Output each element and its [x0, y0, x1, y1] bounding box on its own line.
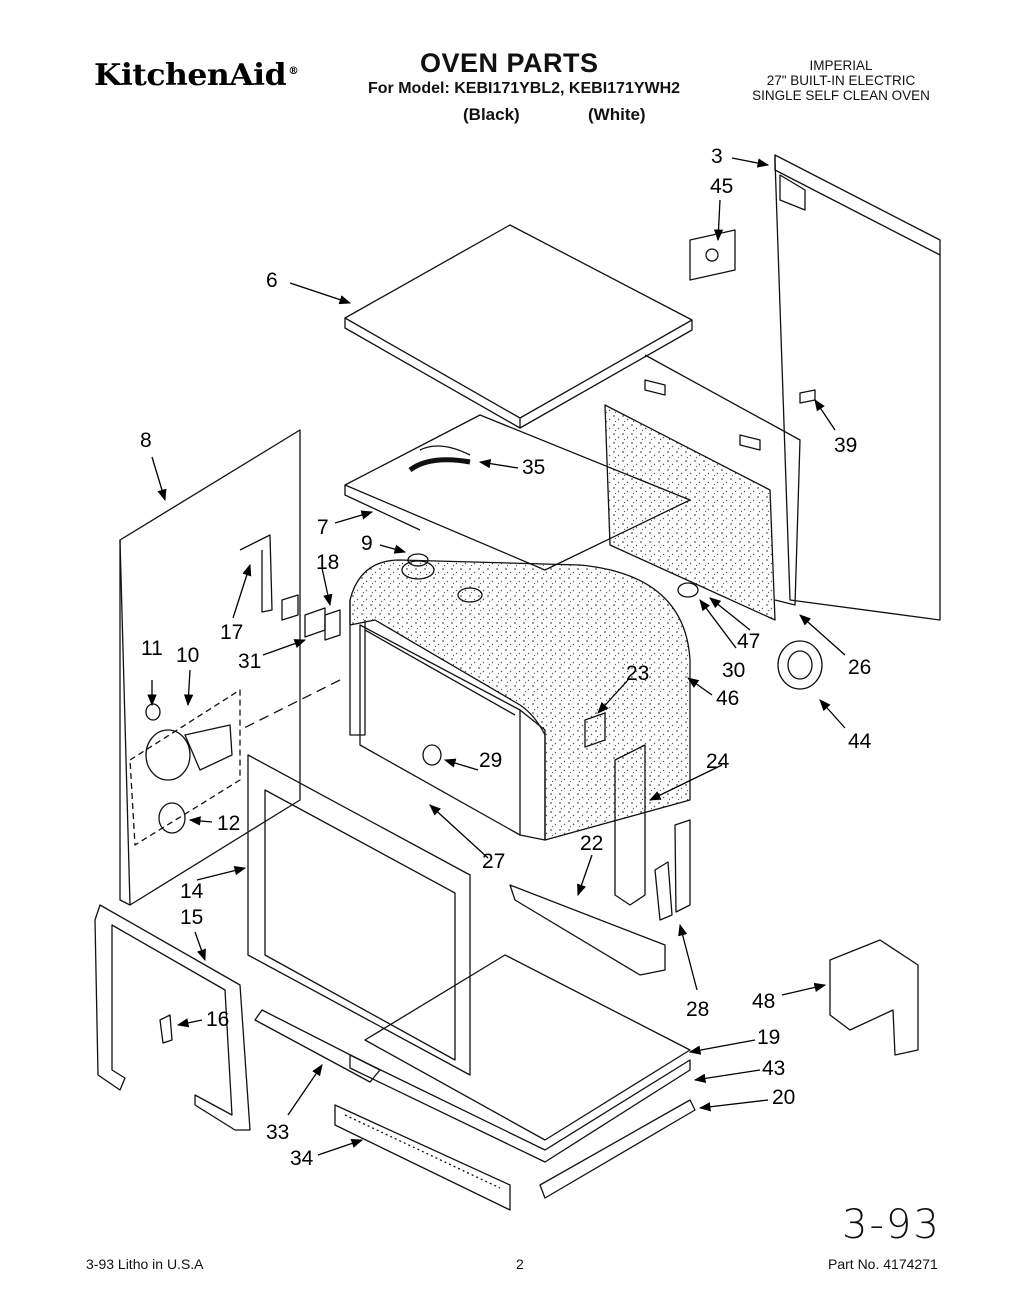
- oven-cavity-part-46: [349, 559, 691, 841]
- callout-18: 18: [316, 551, 339, 574]
- callout-45: 45: [710, 175, 733, 198]
- front-frame-part-14: [247, 754, 471, 1076]
- callout-3: 3: [711, 145, 723, 168]
- trim-strip-part-20: [539, 1099, 696, 1199]
- callout-48: 48: [752, 990, 775, 1013]
- callout-16: 16: [206, 1008, 229, 1031]
- variant-white: (White): [588, 105, 646, 124]
- callout-34: 34: [290, 1147, 314, 1170]
- callout-6: 6: [266, 269, 278, 292]
- callout-26: 26: [848, 656, 871, 679]
- callout-15: 15: [180, 906, 203, 929]
- bracket-part-17: [239, 534, 273, 613]
- callout-39: 39: [834, 434, 857, 457]
- side-panel-part-8: [119, 429, 301, 906]
- rail-part-22: [509, 884, 666, 976]
- callout-44: 44: [848, 730, 872, 753]
- callout-8: 8: [140, 429, 152, 452]
- callout-23: 23: [626, 662, 649, 685]
- gasket-part-15: [94, 904, 251, 1131]
- callout-9: 9: [361, 532, 373, 555]
- page-number: 2: [516, 1256, 524, 1272]
- trim-part-33: [254, 1009, 381, 1083]
- vent-part-9: [401, 553, 483, 603]
- label-part-23: [584, 712, 606, 748]
- callout-30: 30: [722, 659, 745, 682]
- rear-panel-part-3: [774, 154, 941, 621]
- oven-liner-part-27: [359, 624, 546, 841]
- spec-block: IMPERIAL 27" BUILT-IN ELECTRIC SINGLE SE…: [726, 58, 956, 103]
- plug-part-30: [677, 582, 699, 598]
- page-title: OVEN PARTS: [420, 48, 599, 78]
- callout-14: 14: [180, 880, 204, 903]
- spec-line-1: IMPERIAL: [809, 58, 873, 73]
- bracket-part-45: [689, 229, 736, 281]
- callout-7: 7: [317, 516, 329, 539]
- callout-29: 29: [479, 749, 502, 772]
- callout-10: 10: [176, 644, 199, 667]
- callout-12: 12: [217, 812, 240, 835]
- tube-part-35: [408, 457, 471, 473]
- spec-line-3: SINGLE SELF CLEAN OVEN: [752, 88, 930, 103]
- callout-17: 17: [220, 621, 243, 644]
- variant-black: (Black): [463, 105, 520, 124]
- top-panel-part-6: [344, 224, 693, 429]
- leader-arrows: [147, 157, 846, 1156]
- bottom-panel-part-19: [364, 954, 691, 1141]
- callout-43: 43: [762, 1057, 785, 1080]
- callout-22: 22: [580, 832, 603, 855]
- callout-19: 19: [757, 1026, 780, 1049]
- callout-labels: 3 45 6 39 8 35 7 9 18 17 31 11 10 47 30 …: [140, 145, 872, 1170]
- part-number: Part No. 4174271: [828, 1256, 938, 1272]
- hinge-part-28: [654, 819, 691, 921]
- channel-part-24: [614, 744, 646, 906]
- tray-part-43: [349, 1054, 691, 1163]
- back-insulation-panel: [604, 354, 801, 621]
- callout-27: 27: [482, 850, 505, 873]
- callout-35: 35: [522, 456, 545, 479]
- model-line: For Model: KEBI171YBL2, KEBI171YWH2: [368, 80, 681, 97]
- clip-part-39: [799, 389, 816, 404]
- callout-20: 20: [772, 1086, 795, 1109]
- handwritten-date: 3-93: [842, 1202, 941, 1248]
- callout-31: 31: [238, 650, 261, 673]
- callout-47: 47: [737, 630, 760, 653]
- frame-part-7: [344, 414, 691, 571]
- callout-46: 46: [716, 687, 739, 710]
- footer-litho: 3-93 Litho in U.S.A: [86, 1256, 204, 1272]
- switch-part-18: [281, 594, 341, 641]
- switch-part-31: [304, 607, 326, 638]
- callout-33: 33: [266, 1121, 289, 1144]
- vent-grille-part-34: [334, 1104, 511, 1211]
- spec-line-2: 27" BUILT-IN ELECTRIC: [766, 73, 916, 88]
- callout-28: 28: [686, 998, 709, 1021]
- brand-logo: KitchenAid®: [94, 58, 299, 93]
- cover-part-48: [829, 939, 919, 1056]
- plug-part-29: [422, 744, 442, 766]
- ring-part-44: [777, 640, 823, 690]
- callout-11: 11: [141, 637, 163, 660]
- clip-part-16: [159, 1014, 173, 1044]
- light-assembly-parts-10-11-12: [129, 679, 341, 846]
- callout-24: 24: [706, 750, 730, 773]
